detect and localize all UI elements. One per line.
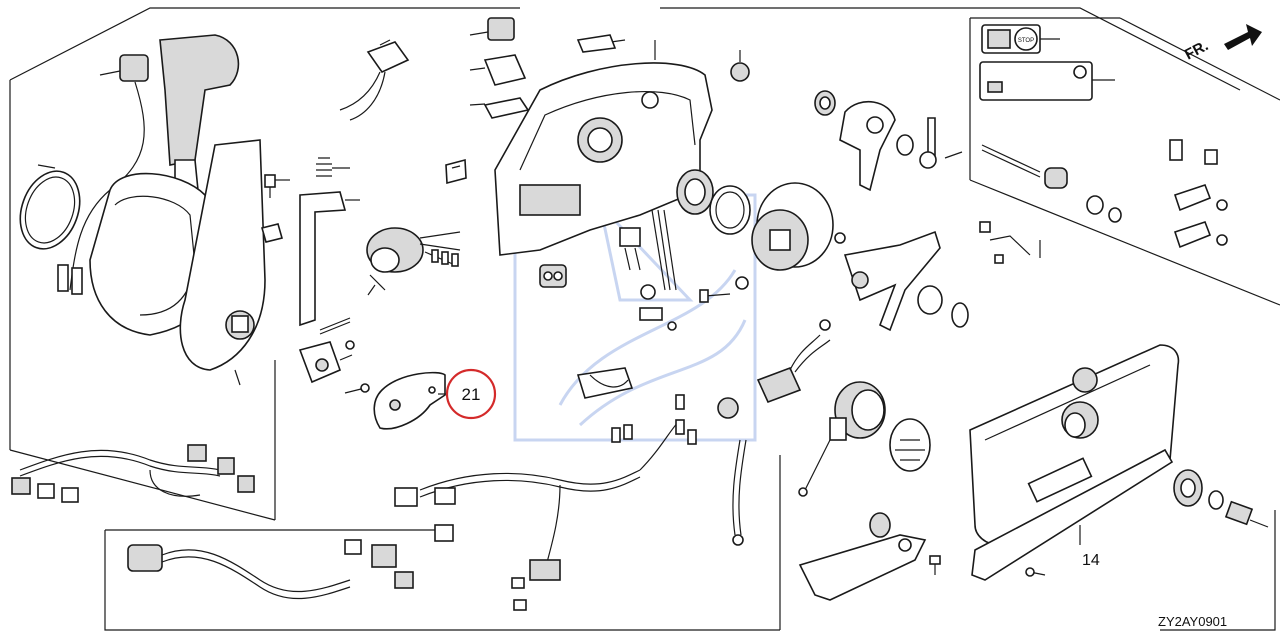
direction-badge-text: FR.	[1182, 37, 1211, 63]
diagram-code: ZY2AY0901	[1158, 614, 1227, 629]
part-label-14: 14	[1082, 552, 1100, 569]
frame-lines	[9, 7, 1280, 631]
spring-part	[316, 157, 350, 177]
main-harness-part	[394, 394, 697, 611]
o-ring-part	[19, 164, 81, 250]
wave-washer-part	[814, 90, 836, 116]
side-cover-plate-part	[969, 344, 1180, 581]
wire-harness-left-part	[11, 444, 255, 503]
callout-21-circle	[445, 368, 497, 420]
pin-hardware-part	[979, 221, 1041, 264]
lower-seal-part	[1173, 469, 1269, 528]
main-housing-part	[494, 34, 713, 256]
callout-21: 21	[438, 368, 497, 420]
small-bolt-part	[264, 174, 290, 198]
shaft-bolt-part	[981, 144, 1122, 223]
manual-book-icon	[987, 29, 1011, 49]
trim-switch-part	[339, 39, 410, 121]
o-ring-small-part	[709, 185, 751, 235]
friction-plate-part	[373, 371, 446, 430]
decal-stop-text: STOP	[1018, 38, 1034, 44]
stop-lanyard-part	[717, 319, 831, 546]
direction-badge: FR.	[1182, 24, 1262, 64]
wire-harness-bottom-part	[127, 539, 414, 600]
throttle-arm-part	[843, 230, 969, 332]
trim-meter-part	[798, 381, 931, 497]
lower-lever-part	[798, 512, 941, 601]
wire-clip-part	[576, 367, 634, 399]
knob-cap-part	[469, 17, 530, 119]
oil-seal-part	[676, 169, 714, 215]
svg-text:14: 14	[1082, 552, 1100, 569]
shift-link-rod-part	[299, 191, 360, 335]
stop-switch-icon	[1014, 27, 1038, 51]
callout-21-label: 21	[462, 385, 481, 404]
lever-bracket-part	[839, 100, 963, 192]
screw-part	[344, 340, 370, 394]
link-plates-part	[1169, 139, 1228, 249]
mount-screw-part	[1025, 567, 1046, 577]
direction-arrow-icon	[1224, 24, 1262, 50]
label-plate-part	[445, 158, 467, 185]
clip-part	[261, 223, 283, 243]
gear-stopper-part	[730, 50, 750, 82]
detent-block-part	[298, 341, 353, 384]
decal-panel: STOP	[979, 24, 1115, 101]
neutral-switch-part	[619, 227, 641, 271]
cable-ties-part	[651, 209, 677, 291]
lever-plate-part	[179, 139, 266, 386]
ignition-switch-part	[366, 227, 461, 296]
cam-plate-part	[751, 182, 834, 271]
cable-clamp-part	[539, 264, 567, 288]
bolt-part	[699, 232, 846, 303]
grommet-part	[639, 284, 677, 331]
